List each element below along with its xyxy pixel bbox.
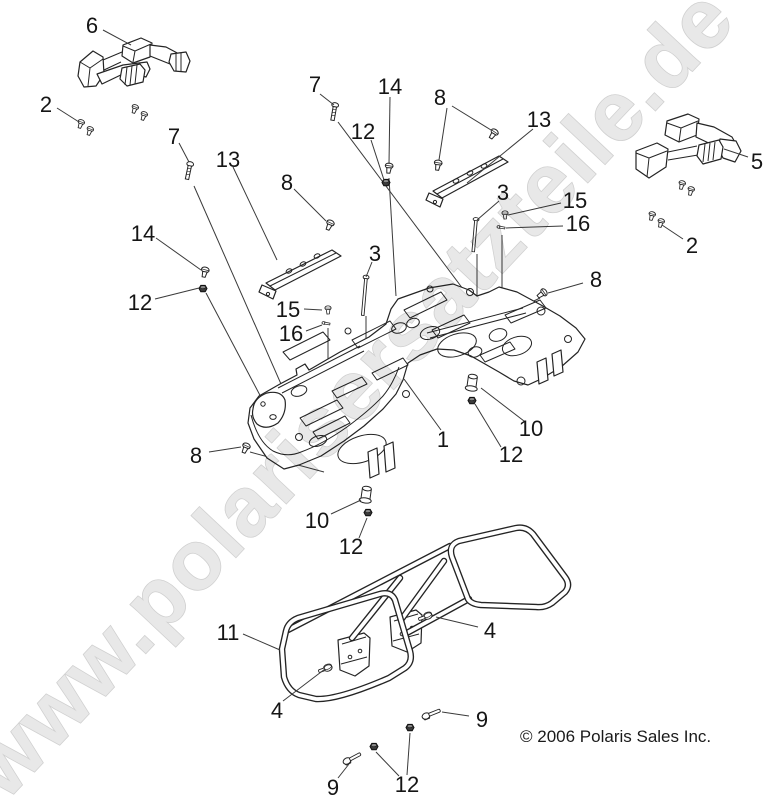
callout-15-left: 15 (276, 297, 300, 322)
callout-2-left: 2 (40, 92, 52, 117)
screw-handle-rear-b (685, 185, 696, 197)
nut-12-bottom-b (405, 723, 415, 732)
callout-16-left: 16 (279, 321, 303, 346)
callout-7-left: 7 (168, 124, 180, 149)
screw-14-left (199, 265, 211, 279)
callouts: 6 2 7 13 8 14 12 15 16 7 14 12 8 13 3 3 … (40, 13, 763, 800)
callout-12-bottomcenter: 12 (339, 534, 363, 559)
part-handle-front (77, 37, 191, 88)
screw-2-left-a (75, 118, 86, 130)
bolt-9-right (420, 707, 442, 722)
nut-12-bottom-a (369, 742, 379, 751)
bolt-7-left (183, 160, 195, 181)
nut-12-mid (381, 178, 391, 187)
callout-8-mid: 8 (434, 85, 446, 110)
callout-9-bottom: 9 (327, 775, 339, 800)
screw-2-left-b (84, 125, 95, 137)
callout-4-left: 4 (271, 698, 283, 723)
callout-14-mid: 14 (378, 74, 402, 99)
callout-6: 6 (86, 13, 98, 38)
callout-5: 5 (751, 149, 763, 174)
callout-3-right: 3 (497, 180, 509, 205)
part-main-rack (247, 283, 586, 479)
bumper-10-right (464, 373, 480, 393)
callout-8-bottomleft: 8 (190, 443, 202, 468)
screw-handle-front-a (129, 103, 140, 115)
part-tube-rack (278, 524, 572, 703)
screw-8-mid-a (432, 158, 444, 172)
callout-13-right: 13 (527, 107, 551, 132)
callout-10-bottom: 10 (305, 508, 329, 533)
callout-13-left: 13 (216, 147, 240, 172)
nut-12-left (198, 284, 208, 293)
screw-8-right (535, 287, 549, 301)
nut-12-right (467, 396, 477, 405)
screw-handle-rear-a (676, 179, 687, 191)
screw-14-mid (383, 162, 394, 175)
callout-8-lefttop: 8 (281, 170, 293, 195)
callout-15-right: 15 (563, 188, 587, 213)
callout-10-right: 10 (519, 416, 543, 441)
callout-11: 11 (217, 620, 240, 645)
callout-16-right: 16 (566, 211, 590, 236)
part-bracket-left (258, 249, 342, 300)
screw-15-left (324, 305, 332, 315)
callout-8-right: 8 (590, 267, 602, 292)
bolt-9-bottom (341, 750, 363, 767)
callout-7-mid: 7 (309, 72, 321, 97)
tube-rack-bracket-left (337, 632, 371, 677)
screw-2-right-a (646, 210, 657, 222)
copyright-text: © 2006 Polaris Sales Inc. (520, 727, 711, 746)
screw-8-mid-b (486, 127, 500, 141)
callout-9-right: 9 (476, 707, 488, 732)
leader-lines (56, 29, 749, 779)
part-bracket-right (425, 155, 509, 208)
callout-14-left: 14 (131, 221, 155, 246)
callout-12-mid: 12 (351, 119, 375, 144)
callout-3-left: 3 (369, 241, 381, 266)
callout-2-right: 2 (686, 233, 698, 258)
screw-handle-front-b (138, 110, 149, 122)
fasteners (75, 101, 696, 767)
callout-12-bottom: 12 (395, 772, 419, 797)
callout-12-left: 12 (128, 290, 152, 315)
callout-4-right: 4 (484, 618, 496, 643)
callout-12-right: 12 (499, 442, 523, 467)
callout-1: 1 (437, 427, 449, 452)
bolt-7-mid (328, 101, 340, 122)
pin-16-left (321, 320, 331, 326)
nut-12-bottomcenter (363, 508, 373, 517)
bumper-10-bottom (358, 485, 374, 505)
